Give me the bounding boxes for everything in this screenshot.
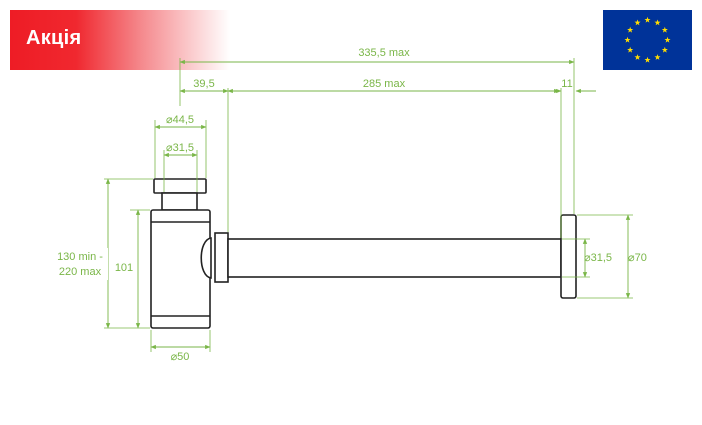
eu-star-icon xyxy=(624,36,631,43)
label-height-range-line2: 220 max xyxy=(59,266,102,278)
label-top-outer-diameter: ⌀44,5 xyxy=(166,114,194,126)
eu-star-icon xyxy=(634,19,641,26)
label-inlet-offset: 39,5 xyxy=(193,78,214,90)
label-flange-thickness: 11 xyxy=(561,78,572,90)
siphon-outline xyxy=(150,178,577,329)
siphon-top-cap xyxy=(153,178,207,194)
eu-star-icon xyxy=(634,54,641,60)
label-body-height: 101 xyxy=(115,262,133,274)
eu-star-icon xyxy=(661,26,668,33)
extension-lines xyxy=(104,58,633,352)
promo-badge-label: Акція xyxy=(26,27,82,49)
eu-star-icon xyxy=(654,19,661,26)
eu-stars xyxy=(624,16,671,63)
eu-star-icon xyxy=(664,36,671,43)
eu-star-icon xyxy=(644,56,651,63)
label-outlet-diameter: ⌀31,5 xyxy=(584,252,612,264)
siphon-neck xyxy=(161,192,198,211)
eu-star-icon xyxy=(654,54,661,60)
label-tube-length: 285 max xyxy=(363,78,406,90)
siphon-body xyxy=(150,209,211,329)
siphon-connection-ring xyxy=(214,232,229,283)
label-height-range-line1: 130 min - xyxy=(57,251,103,263)
dimension-labels: 335,5 max 39,5 285 max 11 ⌀44,5 ⌀31,5 13… xyxy=(52,44,647,363)
eu-star-icon xyxy=(644,16,651,23)
siphon-tube xyxy=(227,238,562,278)
promo-badge: Акція xyxy=(10,10,230,70)
siphon-wall-flange xyxy=(560,214,577,299)
label-top-inner-diameter: ⌀31,5 xyxy=(166,142,194,154)
eu-flag-icon xyxy=(603,10,692,70)
label-body-diameter: ⌀50 xyxy=(171,351,190,363)
label-total-length: 335,5 max xyxy=(358,47,410,59)
eu-star-icon xyxy=(661,46,668,53)
eu-star-icon xyxy=(627,26,634,33)
label-flange-diameter: ⌀70 xyxy=(628,252,647,264)
eu-star-icon xyxy=(627,46,634,53)
siphon-side-nut xyxy=(200,237,212,279)
